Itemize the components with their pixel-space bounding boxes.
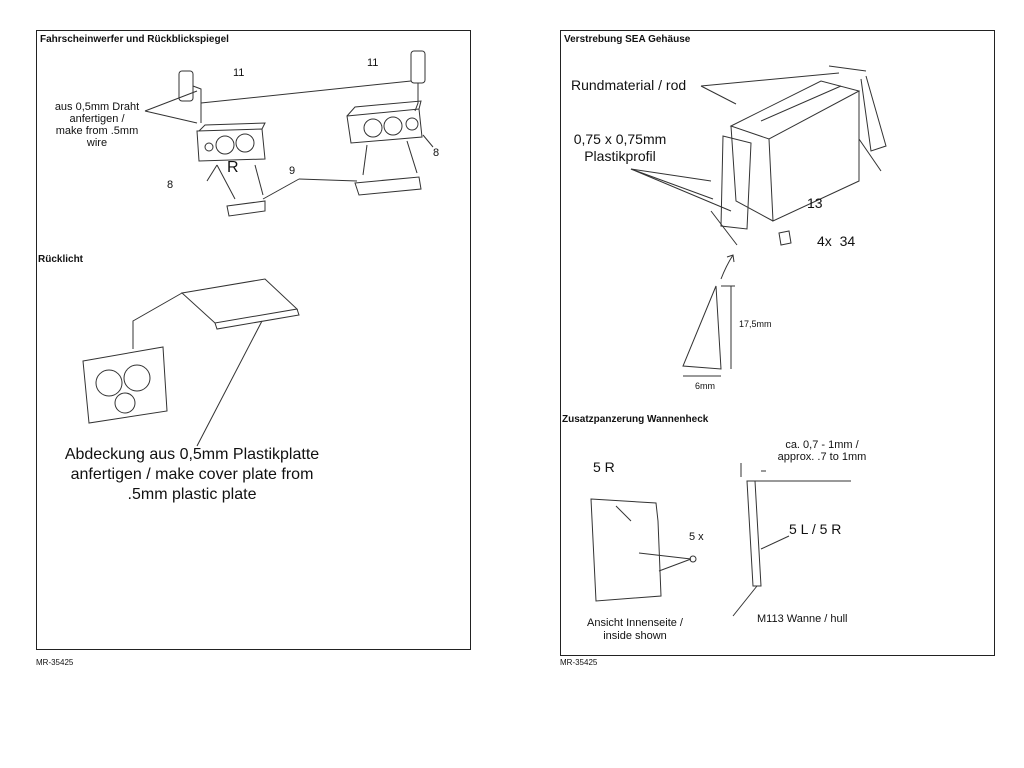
cover-note-line: Abdeckung aus 0,5mm Plastikplatte	[64, 446, 320, 463]
cover-note: Abdeckung aus 0,5mm Plastikplatte anfert…	[37, 445, 347, 505]
mirror-left-drawing	[178, 70, 202, 123]
profile-label-line: 0,75 x 0,75mm	[573, 131, 667, 147]
strut-left-drawing	[710, 135, 752, 246]
section-title-taillight: Rücklicht	[38, 254, 84, 265]
right-page-footer: MR-35425	[560, 658, 598, 667]
bolts-label: 5 x	[689, 531, 704, 543]
part-34-drawing	[778, 230, 792, 246]
callout-part-34: 4x 34	[817, 233, 856, 249]
left-page-drawings	[82, 50, 434, 447]
guard-left-drawing	[226, 200, 266, 217]
callout-side-marker: R	[227, 159, 239, 176]
section-title-armor: Zusatzpanzerung Wannenheck	[562, 414, 709, 425]
cover-plate-drawing	[180, 278, 300, 330]
armor-plate-drawing	[590, 498, 697, 602]
cover-note-line: .5mm plastic plate	[127, 486, 257, 503]
wire-note-line: wire	[86, 137, 108, 149]
cover-note-line: anfertigen / make cover plate from	[70, 466, 314, 483]
wire-note: aus 0,5mm Draht anfertigen / make from .…	[47, 101, 147, 149]
left-page-footer: MR-35425	[36, 658, 74, 667]
wire-note-line: make from .5mm	[55, 125, 139, 137]
wire-note-line: anfertigen /	[69, 113, 125, 125]
inside-note-line: Ansicht Innenseite /	[586, 617, 683, 629]
mirror-right-drawing	[410, 50, 426, 112]
profile-label-line: Plastikprofil	[584, 148, 656, 164]
wire-note-line: aus 0,5mm Draht	[54, 101, 140, 113]
inside-note-line: inside shown	[603, 630, 667, 642]
taillight-housing-drawing	[82, 346, 168, 424]
inside-note: Ansicht Innenseite / inside shown	[575, 617, 695, 643]
dimension-width: 6mm	[695, 381, 715, 391]
callout-mirror-left: 11	[233, 67, 245, 79]
right-page-drawings	[590, 65, 887, 617]
strut-dimension-drawing	[682, 285, 735, 377]
left-instruction-page: Fahrscheinwerfer und Rückblickspiegel 11…	[36, 30, 471, 650]
profile-label: 0,75 x 0,75mm Plastikprofil	[565, 131, 675, 165]
section-title-bracing: Verstrebung SEA Gehäuse	[564, 34, 691, 45]
plate-label: 5 R	[593, 459, 615, 475]
thickness-note-line: approx. .7 to 1mm	[777, 451, 867, 463]
side-label: 5 L / 5 R	[789, 521, 842, 537]
callout-box: 13	[807, 195, 823, 211]
guard-right-drawing	[354, 176, 422, 196]
rod-label: Rundmaterial / rod	[571, 77, 687, 93]
headlight-left-drawing	[196, 122, 266, 162]
thickness-note: ca. 0,7 - 1mm / approx. .7 to 1mm	[757, 439, 887, 463]
dimension-height: 17,5mm	[739, 319, 772, 329]
section-title-headlights: Fahrscheinwerfer und Rückblickspiegel	[40, 34, 229, 45]
callout-guard: 9	[289, 165, 296, 177]
sea-housing-drawing	[729, 80, 861, 222]
headlight-right-drawing	[346, 100, 423, 144]
callout-housing-left: 8	[167, 179, 174, 191]
strut-right-drawing	[828, 65, 887, 152]
callout-mirror-right: 11	[367, 57, 379, 69]
callout-housing-right: 8	[433, 147, 440, 159]
armor-side-drawing	[732, 463, 851, 617]
hull-label: M113 Wanne / hull	[757, 613, 848, 625]
right-instruction-page: Verstrebung SEA Gehäuse Rundmaterial / r…	[560, 30, 995, 656]
thickness-note-line: ca. 0,7 - 1mm /	[785, 439, 859, 451]
